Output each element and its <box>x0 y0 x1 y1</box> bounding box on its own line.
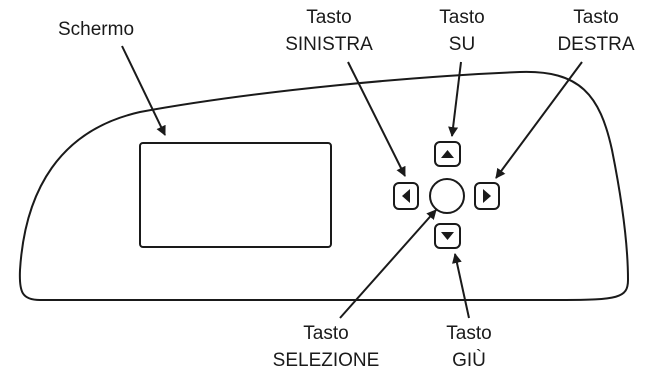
label-su-line1: Tasto <box>439 7 484 28</box>
triangle-down-icon <box>441 232 454 240</box>
leader-sinistra <box>347 61 406 177</box>
select-button[interactable] <box>429 178 465 214</box>
label-sinistra-line1: Tasto <box>306 7 351 28</box>
label-giu-line2: GIÙ <box>452 349 486 371</box>
device-body <box>18 70 630 301</box>
triangle-up-icon <box>441 150 454 158</box>
leader-destra <box>495 61 583 179</box>
triangle-right-icon <box>483 189 491 203</box>
up-button[interactable] <box>434 141 461 167</box>
label-destra-line2: DESTRA <box>557 34 634 55</box>
right-button[interactable] <box>474 182 500 210</box>
leader-su <box>448 61 462 137</box>
label-selezione-line2: SELEZIONE <box>273 350 380 371</box>
screen <box>139 142 332 248</box>
label-destra-line1: Tasto <box>573 7 618 28</box>
label-su-line2: SU <box>449 34 475 55</box>
down-button[interactable] <box>434 223 461 249</box>
leader-schermo <box>121 45 166 136</box>
left-button[interactable] <box>393 182 419 210</box>
triangle-left-icon <box>402 189 410 203</box>
label-sinistra-line2: SINISTRA <box>285 34 373 55</box>
leader-selezione <box>339 209 437 319</box>
label-giu-line1: Tasto <box>446 323 491 344</box>
leader-giu <box>452 253 470 319</box>
label-schermo: Schermo <box>58 19 134 40</box>
label-selezione-line1: Tasto <box>303 323 348 344</box>
